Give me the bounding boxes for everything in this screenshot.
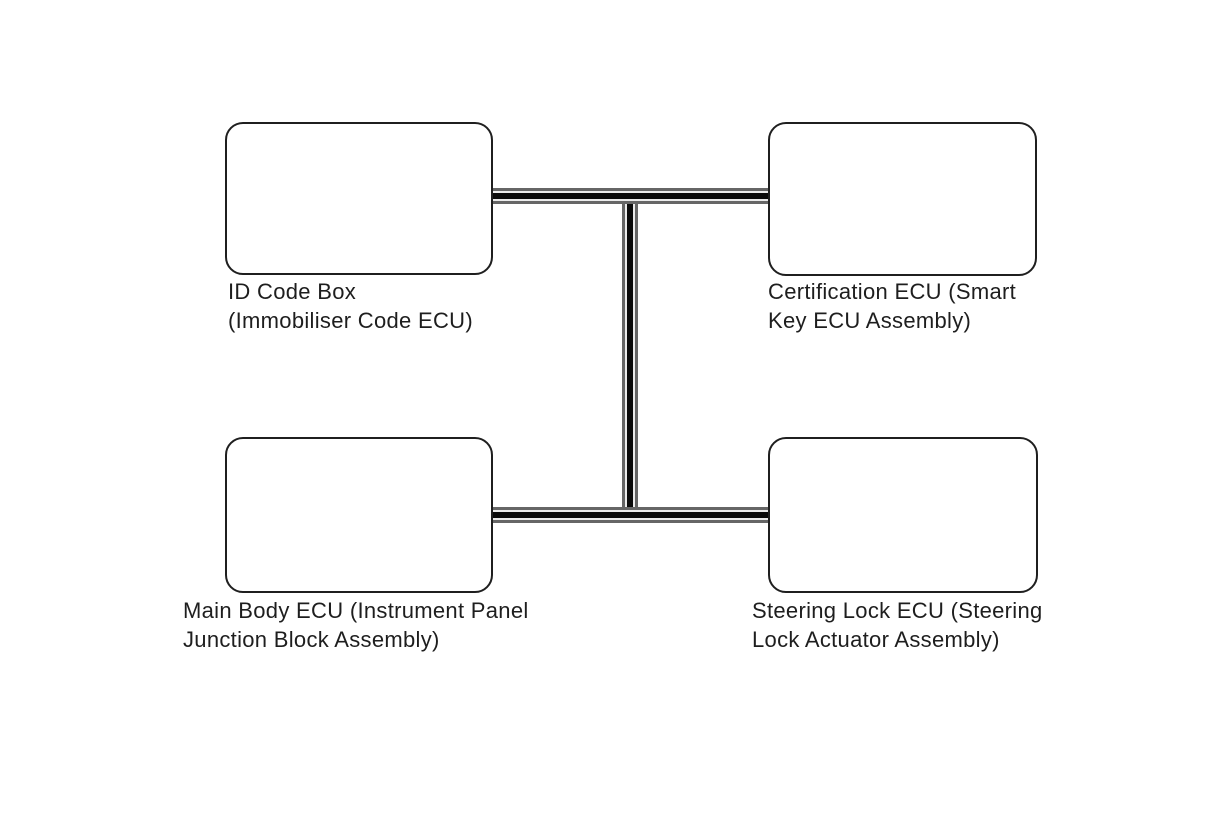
label-line: Key ECU Assembly) bbox=[768, 308, 972, 333]
bus-line-bottom bbox=[491, 507, 770, 523]
label-main-body-ecu: Main Body ECU (Instrument Panel Junction… bbox=[183, 596, 529, 654]
label-line: ID Code Box bbox=[228, 279, 357, 304]
node-main-body-ecu bbox=[225, 437, 493, 593]
label-line: Lock Actuator Assembly) bbox=[752, 627, 1000, 652]
label-line: Steering Lock ECU (Steering bbox=[752, 598, 1043, 623]
label-line: (Immobiliser Code ECU) bbox=[228, 308, 473, 333]
bus-line-top bbox=[491, 188, 770, 204]
node-id-code-box bbox=[225, 122, 493, 275]
label-line: Main Body ECU (Instrument Panel bbox=[183, 598, 529, 623]
node-steering-lock-ecu bbox=[768, 437, 1038, 593]
node-certification-ecu bbox=[768, 122, 1037, 276]
label-steering-lock-ecu: Steering Lock ECU (Steering Lock Actuato… bbox=[752, 596, 1043, 654]
label-id-code-box: ID Code Box (Immobiliser Code ECU) bbox=[228, 277, 473, 335]
bus-line-center-trunk bbox=[622, 196, 638, 515]
label-line: Certification ECU (Smart bbox=[768, 279, 1017, 304]
label-line: Junction Block Assembly) bbox=[183, 627, 440, 652]
label-certification-ecu: Certification ECU (Smart Key ECU Assembl… bbox=[768, 277, 1016, 335]
